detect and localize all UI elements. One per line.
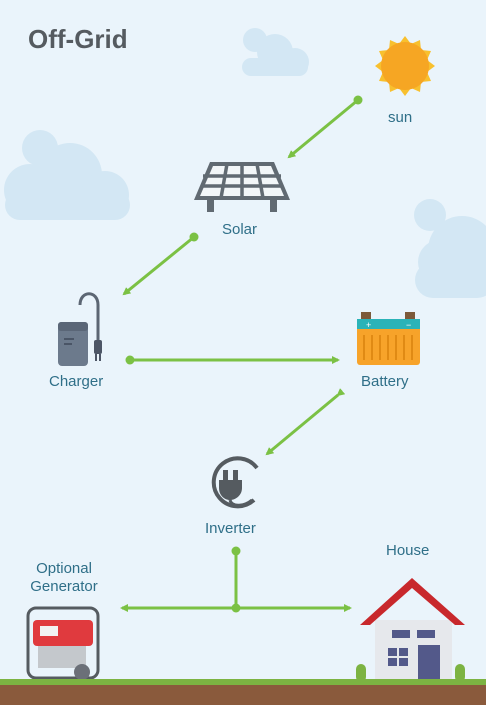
ground-soil <box>0 682 486 705</box>
generator-label-line1: Optional <box>36 560 92 577</box>
charger-to-battery-arrow <box>125 355 340 365</box>
diagram-title: Off-Grid <box>28 24 128 54</box>
solar-to-charger-arrow <box>122 232 199 296</box>
generator-label: Optional Generator <box>16 560 112 596</box>
battery-inverter-arrow <box>265 388 346 456</box>
generator-icon <box>26 606 100 680</box>
charger-label: Charger <box>49 373 104 390</box>
ground-grass <box>0 679 486 685</box>
generator-label-line2: Generator <box>30 578 98 595</box>
cloud-icon <box>242 28 309 76</box>
charger-icon <box>58 292 102 366</box>
house-label: House <box>386 542 430 559</box>
solar-panel-icon <box>194 162 290 212</box>
sun-to-solar-arrow <box>287 95 363 159</box>
sun-icon <box>375 36 435 96</box>
inverter-label: Inverter <box>205 520 256 537</box>
battery-label: Battery <box>361 373 409 390</box>
svg-text:+: + <box>366 320 371 330</box>
inverter-plug-icon <box>211 456 259 509</box>
solar-label: Solar <box>222 221 258 238</box>
house-icon <box>356 578 465 682</box>
battery-icon: + − <box>357 312 420 365</box>
cloud-icon <box>4 130 130 220</box>
inverter-distribution-arrows <box>120 546 352 613</box>
svg-text:−: − <box>406 320 411 330</box>
sun-label: sun <box>388 109 413 126</box>
cloud-icon <box>414 199 486 298</box>
